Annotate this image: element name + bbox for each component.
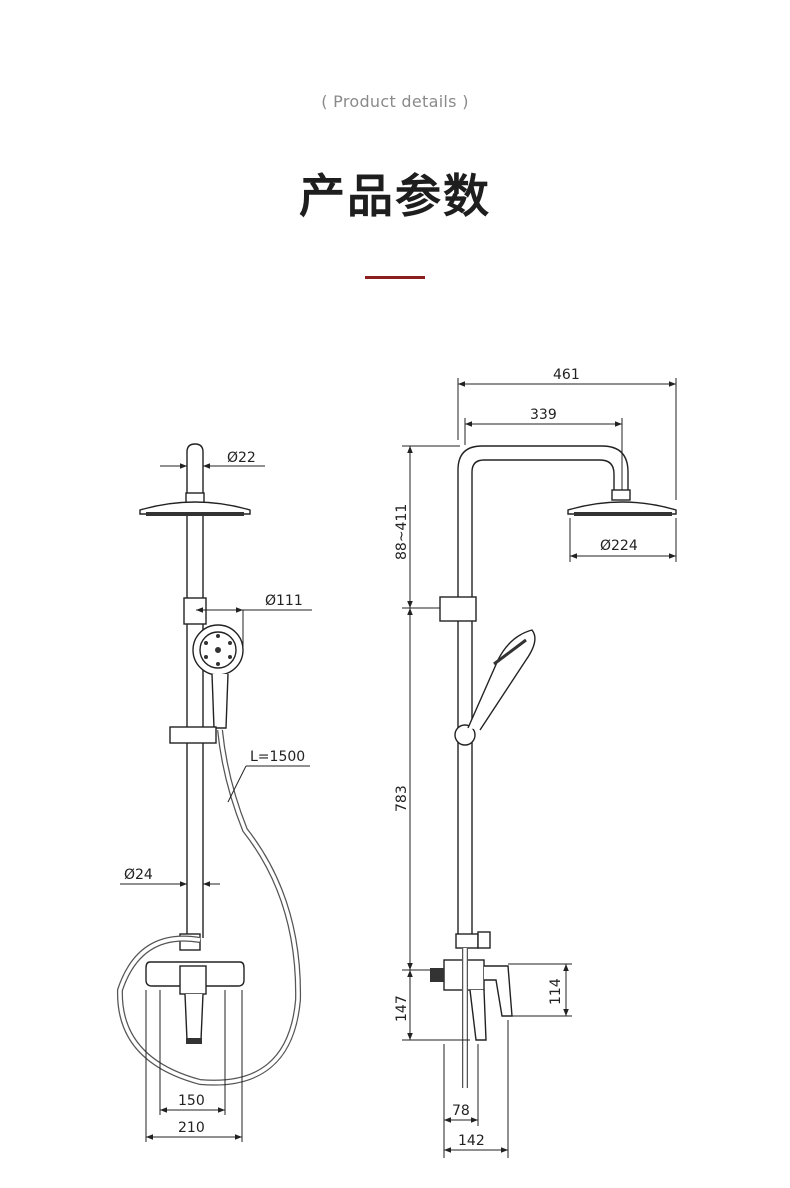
dim-arm-reach: 339: [530, 407, 557, 423]
dim-rail-height: 783: [394, 785, 410, 812]
page-title: 产品参数: [299, 169, 491, 223]
section-subtitle: ( Product details ): [321, 92, 469, 111]
side-head-connector: [611, 489, 631, 501]
dim-mixer-inner-width: 150: [178, 1093, 205, 1109]
dim-overall-reach: 461: [553, 367, 580, 383]
front-rain-head: [139, 501, 251, 515]
front-hand-handle: [211, 673, 229, 729]
side-view: [430, 445, 677, 1088]
front-dimensions: [120, 463, 312, 1142]
dim-mixer-outer-width: 210: [178, 1120, 205, 1136]
side-holder-ball: [454, 724, 476, 746]
front-view: [116, 443, 302, 1086]
title-accent-bar: [365, 276, 425, 279]
side-slider-block: [439, 596, 477, 622]
dim-mixer-depth: 142: [458, 1133, 485, 1149]
dim-spout-depth: 78: [452, 1103, 470, 1119]
dim-mixer-height: 147: [394, 995, 410, 1022]
side-mixer-lever: [484, 965, 513, 1017]
dim-head-diameter: Ø224: [600, 538, 638, 554]
dim-hose-length: L=1500: [250, 749, 305, 765]
front-holder-clamp: [169, 726, 217, 744]
dim-height-adjust: 88~411: [394, 504, 410, 560]
front-hose: [116, 729, 302, 1086]
front-top-pipe: [186, 443, 204, 500]
side-diverter: [455, 933, 479, 949]
dim-spout-height: 114: [548, 978, 564, 1005]
side-dimensions: [402, 378, 677, 1158]
front-spout: [184, 993, 204, 1041]
dim-hand-shower-diameter: Ø111: [265, 593, 303, 609]
dim-rail-diameter: Ø24: [124, 867, 153, 883]
side-rail-arm: [457, 445, 629, 945]
side-rain-head: [567, 501, 677, 515]
side-hand-shower: [467, 629, 536, 731]
side-spout: [469, 989, 487, 1041]
front-slider-block: [183, 597, 207, 625]
dim-pipe-diameter: Ø22: [227, 450, 256, 466]
